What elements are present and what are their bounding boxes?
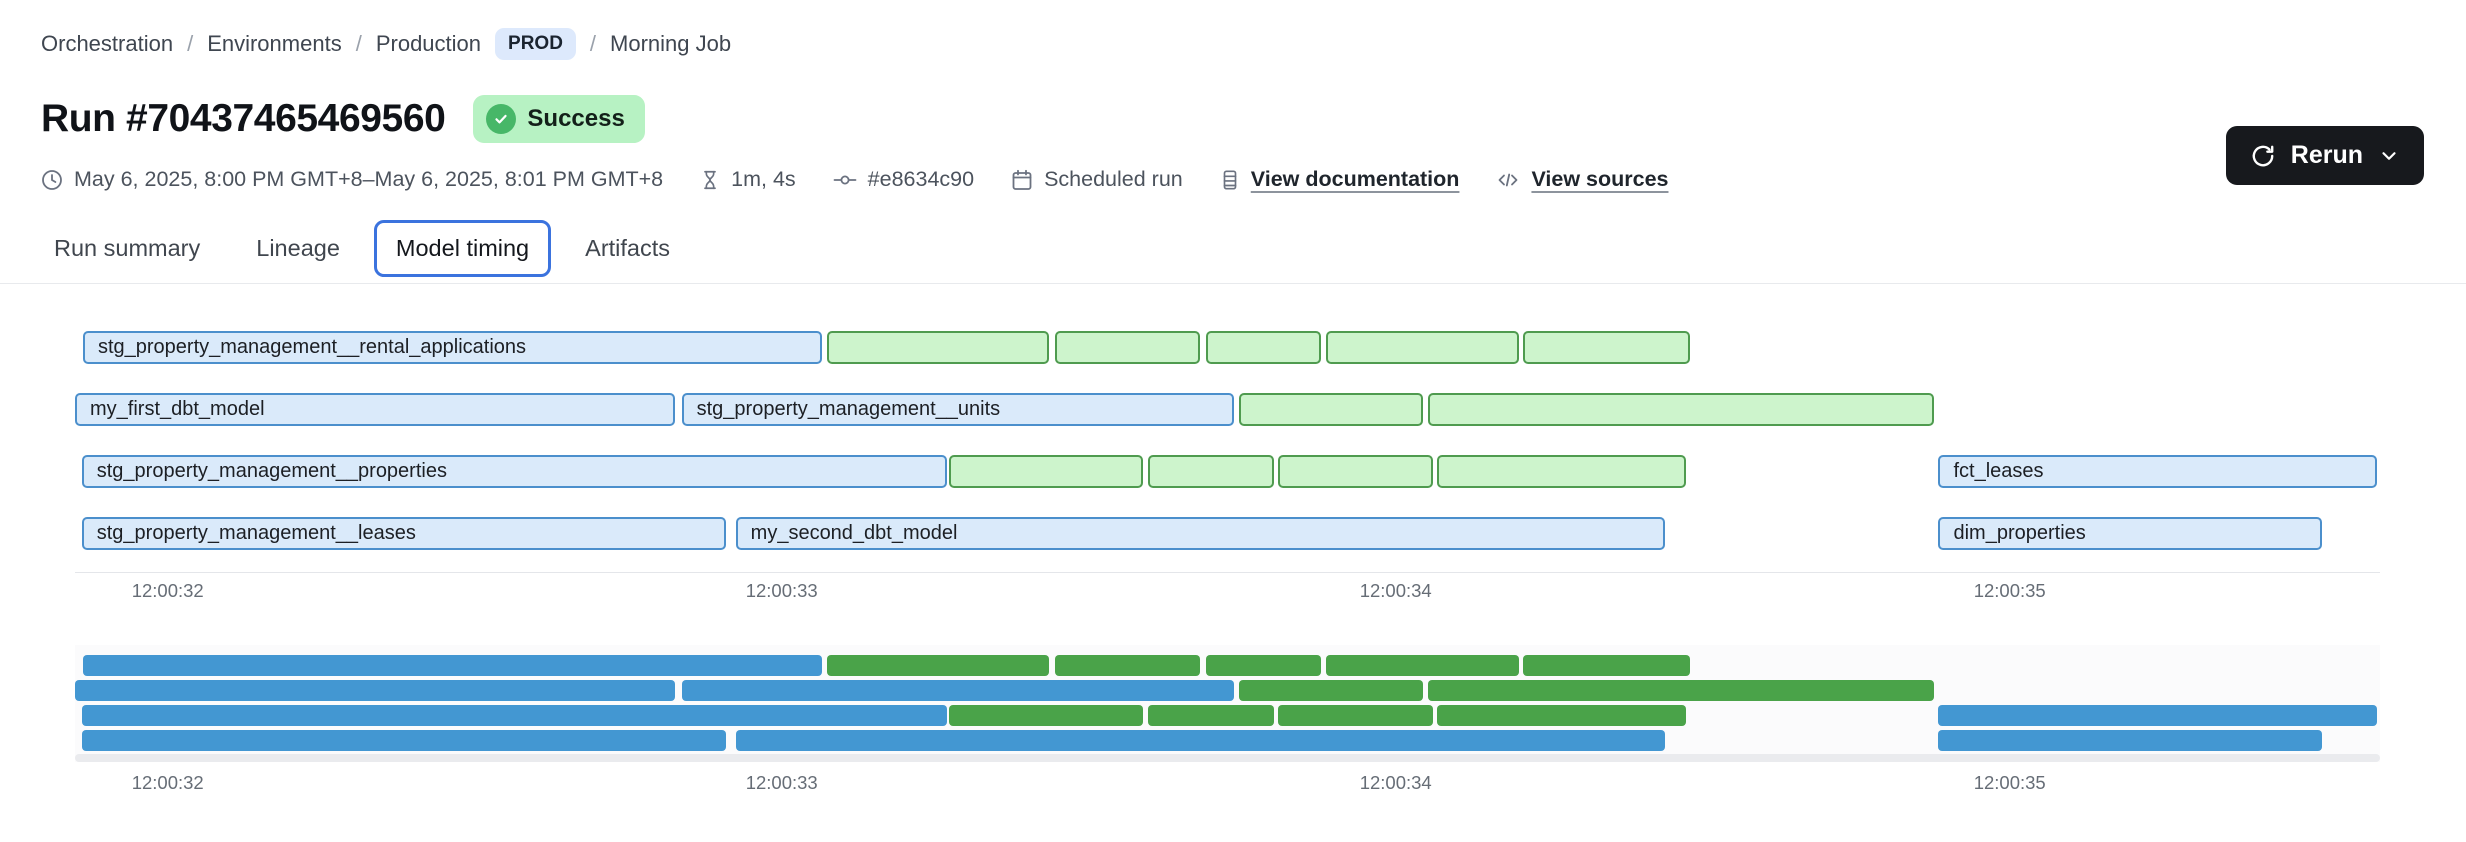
gantt-bar[interactable] <box>1205 331 1322 364</box>
axis-tick-label: 12:00:34 <box>1359 580 1432 601</box>
view-sources-link[interactable]: View sources <box>1495 167 1668 192</box>
minimap-bar <box>1938 730 2323 751</box>
gantt-bar[interactable]: dim_properties <box>1938 517 2323 550</box>
chevron-down-icon <box>2378 145 2400 167</box>
run-header: Run #70437465469560 Success <box>41 95 645 143</box>
document-icon <box>1223 169 1237 190</box>
gantt-bar-label: dim_properties <box>1953 522 2086 544</box>
gantt-bar[interactable]: stg_property_management__units <box>681 393 1234 426</box>
gantt-bar[interactable]: my_second_dbt_model <box>735 517 1665 550</box>
tab-artifacts[interactable]: Artifacts <box>585 235 671 261</box>
minimap-bar <box>1205 655 1322 676</box>
minimap-axis: 12:00:32 12:00:33 12:00:34 12:00:35 <box>75 768 2380 798</box>
run-meta: May 6, 2025, 8:00 PM GMT+8–May 6, 2025, … <box>40 167 1668 192</box>
minimap-bar <box>1436 705 1686 726</box>
status-badge: Success <box>473 95 645 143</box>
axis-tick-label: 12:00:33 <box>745 580 818 601</box>
gantt-bar[interactable]: my_first_dbt_model <box>75 393 676 426</box>
axis-tick-label: 12:00:35 <box>1973 772 2046 793</box>
hourglass-icon <box>704 170 717 189</box>
gantt-bar[interactable]: stg_property_management__properties <box>81 455 947 488</box>
minimap-bar <box>826 655 1050 676</box>
gantt-bar-label: stg_property_management__rental_applicat… <box>97 336 527 358</box>
minimap-bar <box>735 730 1665 751</box>
gantt-bar[interactable] <box>1523 331 1690 364</box>
axis-tick-label: 12:00:33 <box>745 772 818 793</box>
minimap-bar <box>81 730 727 751</box>
axis-tick-label: 12:00:32 <box>131 772 204 793</box>
gantt-bar-label: stg_property_management__leases <box>96 522 416 544</box>
gantt-bar[interactable]: stg_property_management__rental_applicat… <box>82 331 822 364</box>
minimap-bar <box>1427 680 1934 701</box>
breadcrumb: Orchestration / Environments / Productio… <box>41 28 731 60</box>
run-tabs: Run summary Lineage Model timing Artifac… <box>32 220 692 277</box>
gantt-bar[interactable] <box>1054 331 1201 364</box>
breadcrumb-item-orchestration[interactable]: Orchestration <box>41 31 174 56</box>
minimap-bar <box>1054 655 1201 676</box>
minimap-bar <box>1238 680 1423 701</box>
check-icon <box>486 104 517 134</box>
axis-tick-label: 12:00:34 <box>1359 772 1432 793</box>
gantt-bar[interactable]: stg_property_management__leases <box>81 517 727 550</box>
gantt-bar[interactable] <box>1427 393 1934 426</box>
tab-lineage[interactable]: Lineage <box>256 235 340 261</box>
minimap-bar <box>1278 705 1433 726</box>
gantt-bar-label: my_second_dbt_model <box>750 522 958 544</box>
gantt-bar[interactable] <box>826 331 1050 364</box>
meta-commit: #e8634c90 <box>832 167 974 192</box>
view-documentation-link[interactable]: View documentation <box>1219 167 1459 192</box>
minimap-bar <box>1523 655 1690 676</box>
rerun-label: Rerun <box>2290 141 2363 169</box>
breadcrumb-separator: / <box>187 31 194 56</box>
gantt-axis: 12:00:32 12:00:33 12:00:34 12:00:35 <box>75 576 2380 606</box>
axis-tick-label: 12:00:32 <box>131 580 204 601</box>
refresh-icon <box>2250 143 2276 169</box>
gantt-bar[interactable] <box>1326 331 1519 364</box>
gantt-bar-label: stg_property_management__properties <box>96 460 447 482</box>
minimap-scroll-track[interactable] <box>75 754 2380 762</box>
minimap-bar <box>75 680 676 701</box>
breadcrumb-separator: / <box>355 31 362 56</box>
gantt-bar[interactable] <box>1147 455 1274 488</box>
tab-model-timing[interactable]: Model timing <box>373 220 552 277</box>
minimap-bar <box>1938 705 2378 726</box>
minimap-bar <box>1147 705 1274 726</box>
environment-badge: PROD <box>495 28 576 60</box>
gantt-bar[interactable]: fct_leases <box>1938 455 2378 488</box>
code-icon <box>1499 173 1518 186</box>
gantt-bar-label: fct_leases <box>1953 460 2044 482</box>
gantt-chart: stg_property_management__rental_applicat… <box>75 300 2380 573</box>
breadcrumb-separator: / <box>589 31 597 56</box>
page-title: Run #70437465469560 <box>41 97 446 140</box>
gantt-bar-label: stg_property_management__units <box>696 398 1001 420</box>
gantt-bar-label: my_first_dbt_model <box>90 398 265 420</box>
calendar-icon <box>1012 169 1032 190</box>
gantt-bar[interactable] <box>949 455 1143 488</box>
meta-duration: 1m, 4s <box>699 167 796 192</box>
rerun-button[interactable]: Rerun <box>2225 126 2424 185</box>
axis-tick-label: 12:00:35 <box>1973 580 2046 601</box>
breadcrumb-item-production[interactable]: Production <box>375 31 482 56</box>
minimap-bar <box>81 705 947 726</box>
minimap-bar <box>1326 655 1519 676</box>
gantt-bar[interactable] <box>1278 455 1433 488</box>
minimap-bar <box>949 705 1143 726</box>
gantt-bar[interactable] <box>1238 393 1423 426</box>
breadcrumb-item-morning-job[interactable]: Morning Job <box>610 31 732 56</box>
clock-icon <box>42 169 62 190</box>
commit-icon <box>833 174 857 184</box>
meta-trigger: Scheduled run <box>1010 167 1183 192</box>
minimap-bar <box>82 655 822 676</box>
meta-time-range: May 6, 2025, 8:00 PM GMT+8–May 6, 2025, … <box>40 167 663 192</box>
tab-run-summary[interactable]: Run summary <box>54 235 201 261</box>
minimap <box>75 645 2380 762</box>
gantt-bar[interactable] <box>1436 455 1686 488</box>
breadcrumb-item-environments[interactable]: Environments <box>207 31 342 56</box>
minimap-bar <box>681 680 1234 701</box>
tabs-divider <box>0 283 2466 284</box>
status-label: Success <box>527 105 625 132</box>
